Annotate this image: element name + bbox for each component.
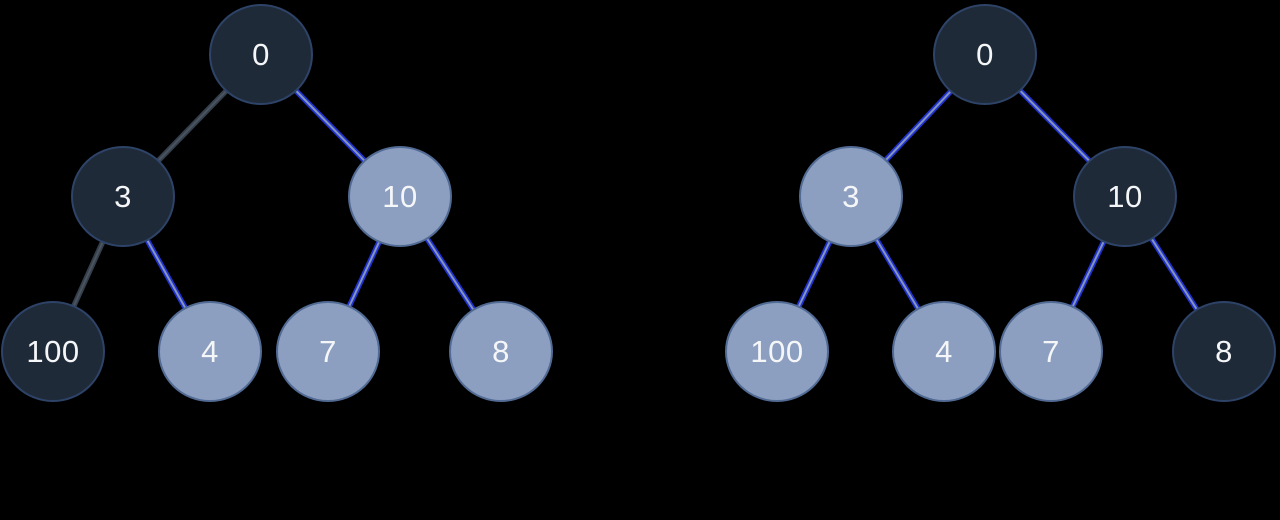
left-tree-node-8: 8 — [449, 301, 553, 402]
node-label: 0 — [252, 36, 270, 72]
node-label: 10 — [382, 178, 418, 214]
node-label: 100 — [750, 333, 804, 369]
left-tree-node-4: 4 — [158, 301, 262, 402]
node-label: 4 — [935, 333, 953, 369]
left-tree-node-7: 7 — [276, 301, 380, 402]
right-tree-node-7: 7 — [999, 301, 1103, 402]
node-label: 0 — [976, 36, 994, 72]
node-label: 7 — [1042, 333, 1060, 369]
node-label: 4 — [201, 333, 219, 369]
node-label: 100 — [26, 333, 80, 369]
node-label: 8 — [1215, 333, 1233, 369]
right-tree-node-10: 10 — [1073, 146, 1177, 247]
left-tree-node-3: 3 — [71, 146, 175, 247]
right-tree-node-100: 100 — [725, 301, 829, 402]
right-tree-node-0: 0 — [933, 4, 1037, 105]
node-label: 3 — [842, 178, 860, 214]
node-label: 8 — [492, 333, 510, 369]
node-label: 10 — [1107, 178, 1143, 214]
left-tree-node-10: 10 — [348, 146, 452, 247]
node-label: 3 — [114, 178, 132, 214]
left-tree-node-100: 100 — [1, 301, 105, 402]
node-label: 7 — [319, 333, 337, 369]
left-tree-node-0: 0 — [209, 4, 313, 105]
right-tree-node-4: 4 — [892, 301, 996, 402]
right-tree-node-8: 8 — [1172, 301, 1276, 402]
right-tree-node-3: 3 — [799, 146, 903, 247]
